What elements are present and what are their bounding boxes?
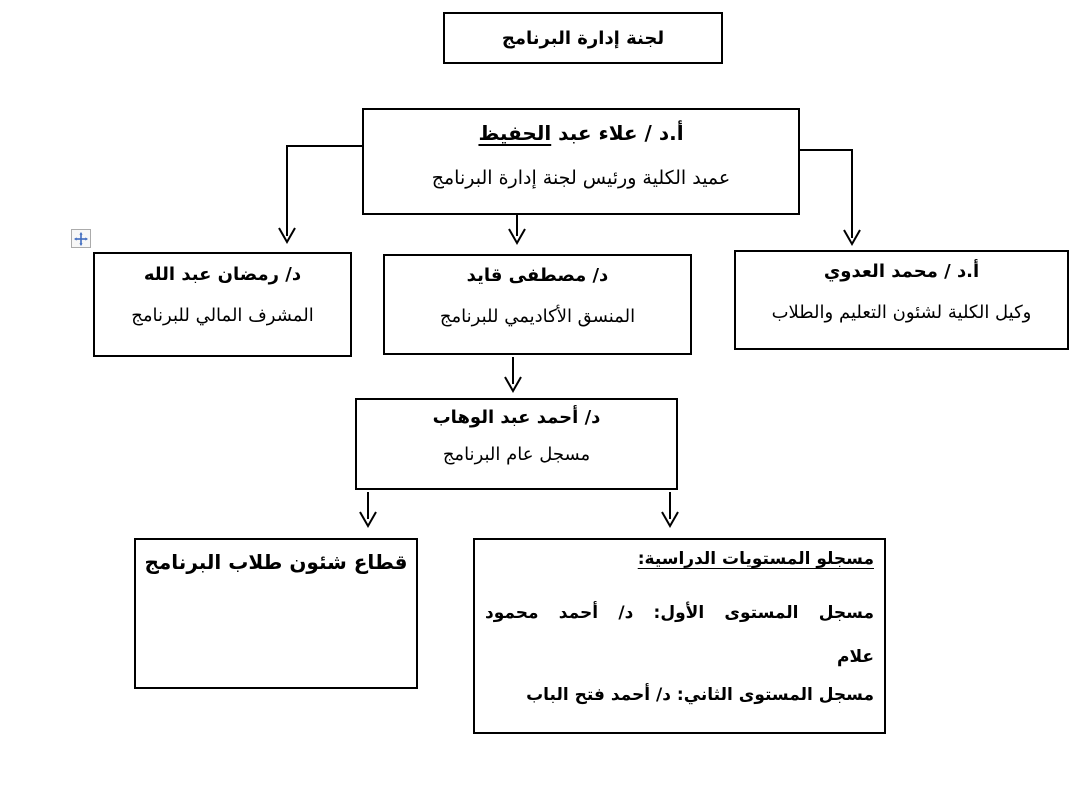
academic-role: المنسق الأكاديمي للبرنامج <box>439 306 636 327</box>
node-committee: لجنة إدارة البرنامج <box>443 12 723 64</box>
registrar-role: مسجل عام البرنامج <box>442 444 591 465</box>
arrowhead <box>843 229 861 247</box>
node-level-registrars: مسجلو المستويات الدراسية: مسجل المستوى ا… <box>473 538 886 734</box>
edge-dean-vicedean <box>800 149 853 238</box>
arrowhead <box>278 227 296 245</box>
node-general-registrar: د/ أحمد عبد الوهاب مسجل عام البرنامج <box>355 398 678 490</box>
financial-role: المشرف المالي للبرنامج <box>131 305 314 326</box>
dean-name: أ.د / علاء عبد الحفيظ <box>364 118 798 148</box>
node-academic-coordinator: د/ مصطفى قايد المنسق الأكاديمي للبرنامج <box>383 254 692 355</box>
node-financial-supervisor: د/ رمضان عبد الله المشرف المالي للبرنامج <box>93 252 352 357</box>
financial-name: د/ رمضان عبد الله <box>143 264 302 285</box>
arrowhead <box>504 376 522 394</box>
dean-role: عميد الكلية ورئيس لجنة إدارة البرنامج <box>431 167 731 189</box>
level-registrars-heading: مسجلو المستويات الدراسية: <box>637 549 874 569</box>
level-one-registrar-wrap: علام <box>837 647 874 667</box>
level-two-registrar-line: مسجل المستوى الثاني: د/ أحمد فتح الباب <box>526 685 874 705</box>
level-registrars-heading-row: مسجلو المستويات الدراسية: <box>485 547 874 571</box>
academic-name: د/ مصطفى قايد <box>466 265 609 286</box>
arrowhead <box>508 228 526 246</box>
node-vice-dean: أ.د / محمد العدوي وكيل الكلية لشئون التع… <box>734 250 1069 350</box>
committee-title: لجنة إدارة البرنامج <box>501 27 665 49</box>
node-dean: أ.د / علاء عبد الحفيظ عميد الكلية ورئيس … <box>362 108 800 215</box>
vice-dean-name: أ.د / محمد العدوي <box>823 261 980 282</box>
edge-dean-financial <box>286 145 362 236</box>
node-students-affairs: قطاع شئون طلاب البرنامج <box>134 538 418 689</box>
four-way-arrow-icon <box>74 231 88 246</box>
vice-dean-role: وكيل الكلية لشئون التعليم والطلاب <box>771 302 1032 323</box>
students-affairs-title: قطاع شئون طلاب البرنامج <box>144 550 408 574</box>
dean-name-prefix: أ.د / علاء عبد <box>551 121 684 145</box>
arrowhead <box>359 511 377 529</box>
arrowhead <box>661 511 679 529</box>
dean-name-underlined: الحفيظ <box>478 121 552 145</box>
registrar-name: د/ أحمد عبد الوهاب <box>432 407 601 428</box>
move-anchor-icon[interactable] <box>71 229 91 248</box>
level-one-registrar-line: مسجل المستوى الأول: د/ أحمد محمود <box>485 603 874 623</box>
